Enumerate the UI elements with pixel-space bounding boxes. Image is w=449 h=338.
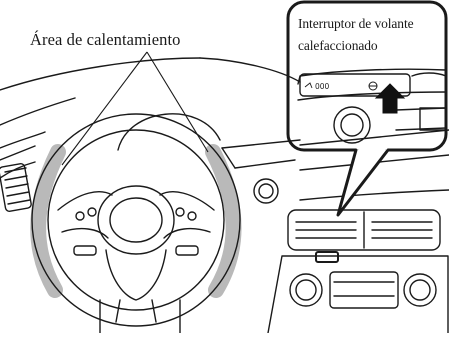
start-button	[253, 178, 279, 204]
switch-label-line2: calefaccionado	[298, 38, 378, 53]
panel-readout: 000	[315, 82, 330, 91]
dashboard-outline	[0, 57, 449, 201]
up-arrow-icon	[374, 83, 406, 114]
steering-wheel	[31, 113, 241, 327]
small-indicator-icon	[304, 82, 313, 89]
zoomed-switch-panel	[297, 68, 446, 144]
heating-area-label: Área de calentamiento	[30, 30, 181, 49]
steering-column	[99, 299, 181, 334]
center-air-vents	[287, 209, 441, 251]
leader-lines	[61, 51, 209, 166]
heated-area-right	[205, 144, 242, 298]
heated-steering-wheel-icon	[368, 81, 378, 91]
center-console	[267, 251, 449, 334]
instrument-cluster	[117, 113, 221, 151]
switch-label-line1: Interruptor de volante	[298, 16, 414, 31]
side-air-vent	[0, 163, 32, 212]
switch-label: Interruptor de volante calefaccionado	[298, 13, 446, 57]
